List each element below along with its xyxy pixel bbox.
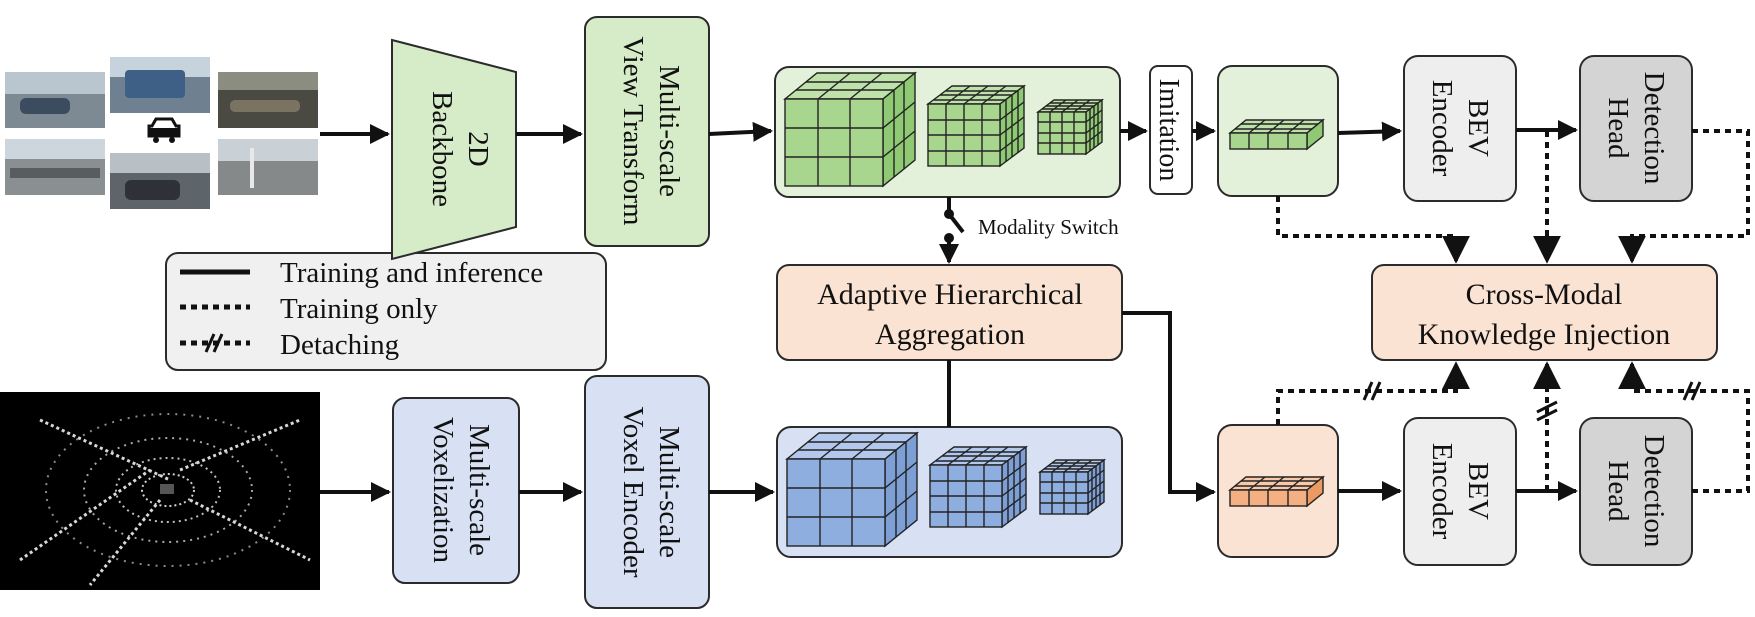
voxelization-label-1: Multi-scale <box>463 424 495 556</box>
camera-cube-medium <box>925 84 1027 168</box>
lidar-detection-head-label-2: Head <box>1602 460 1634 522</box>
voxel-encoder-label-2: Voxel Encoder <box>617 407 649 578</box>
lidar-cube-small <box>1037 458 1107 516</box>
lidar-detection-head-label-1: Detection <box>1638 435 1670 548</box>
aggregation-label-1: Adaptive Hierarchical <box>817 278 1083 311</box>
camera-bev-feature <box>1217 65 1339 197</box>
lidar-bev-encoder-label-1: BEV <box>1462 462 1494 520</box>
lidar-cube-medium <box>927 445 1029 529</box>
view-transform-label-1: Multi-scale <box>653 65 685 197</box>
backbone-label-2: Backbone <box>426 91 458 207</box>
camera-views <box>5 57 318 209</box>
injection-label-2: Knowledge Injection <box>1418 318 1670 351</box>
modality-switch: Modality Switch <box>939 197 1119 264</box>
camera-cube-small <box>1035 98 1105 156</box>
aggregation-label-2: Aggregation <box>875 318 1025 351</box>
lidar-bev-encoder-label-2: Encoder <box>1426 443 1458 540</box>
injection-block: Cross-Modal Knowledge Injection <box>1371 264 1718 361</box>
camera-bev-encoder-label-2: Encoder <box>1426 80 1458 177</box>
imitation-block: Imitation <box>1149 65 1193 195</box>
injection-label-1: Cross-Modal <box>1466 278 1623 311</box>
backbone-block: 2D Backbone <box>391 38 517 261</box>
camera-detection-head-label-1: Detection <box>1638 72 1670 185</box>
legend-detach: Detaching <box>280 329 399 361</box>
voxelization-block: Multi-scale Voxelization <box>392 397 520 584</box>
imitation-label: Imitation <box>1153 79 1184 182</box>
camera-detection-head-label-2: Head <box>1602 97 1634 159</box>
view-transform-label-2: View Transform <box>617 36 649 226</box>
legend-solid: Training and inference <box>280 257 543 289</box>
detach-marks <box>1362 381 1702 422</box>
legend-dotted: Training only <box>280 293 438 325</box>
modality-switch-label: Modality Switch <box>978 215 1119 239</box>
lidar-point-cloud <box>0 392 320 590</box>
legend: Training and inference Training only Det… <box>165 252 607 371</box>
backbone-label-1: 2D <box>462 131 494 166</box>
voxel-encoder-label-1: Multi-scale <box>653 426 685 558</box>
lidar-feature-volume <box>776 426 1123 558</box>
aggregation-block: Adaptive Hierarchical Aggregation <box>776 264 1123 361</box>
camera-cube-large <box>783 71 917 188</box>
camera-bev-encoder-label-1: BEV <box>1462 99 1494 157</box>
camera-bev-encoder-block: BEV Encoder <box>1403 55 1517 202</box>
view-transform-block: Multi-scale View Transform <box>584 16 710 247</box>
lidar-bev-encoder-block: BEV Encoder <box>1403 417 1517 566</box>
lidar-cube-large <box>785 431 919 548</box>
voxelization-label-2: Voxelization <box>427 417 459 564</box>
lidar-detection-head-block: Detection Head <box>1579 417 1693 566</box>
camera-feature-volume <box>774 66 1121 198</box>
fused-bev-feature <box>1217 424 1339 558</box>
voxel-encoder-block: Multi-scale Voxel Encoder <box>584 375 710 609</box>
camera-detection-head-block: Detection Head <box>1579 55 1693 202</box>
car-icon <box>147 117 181 143</box>
